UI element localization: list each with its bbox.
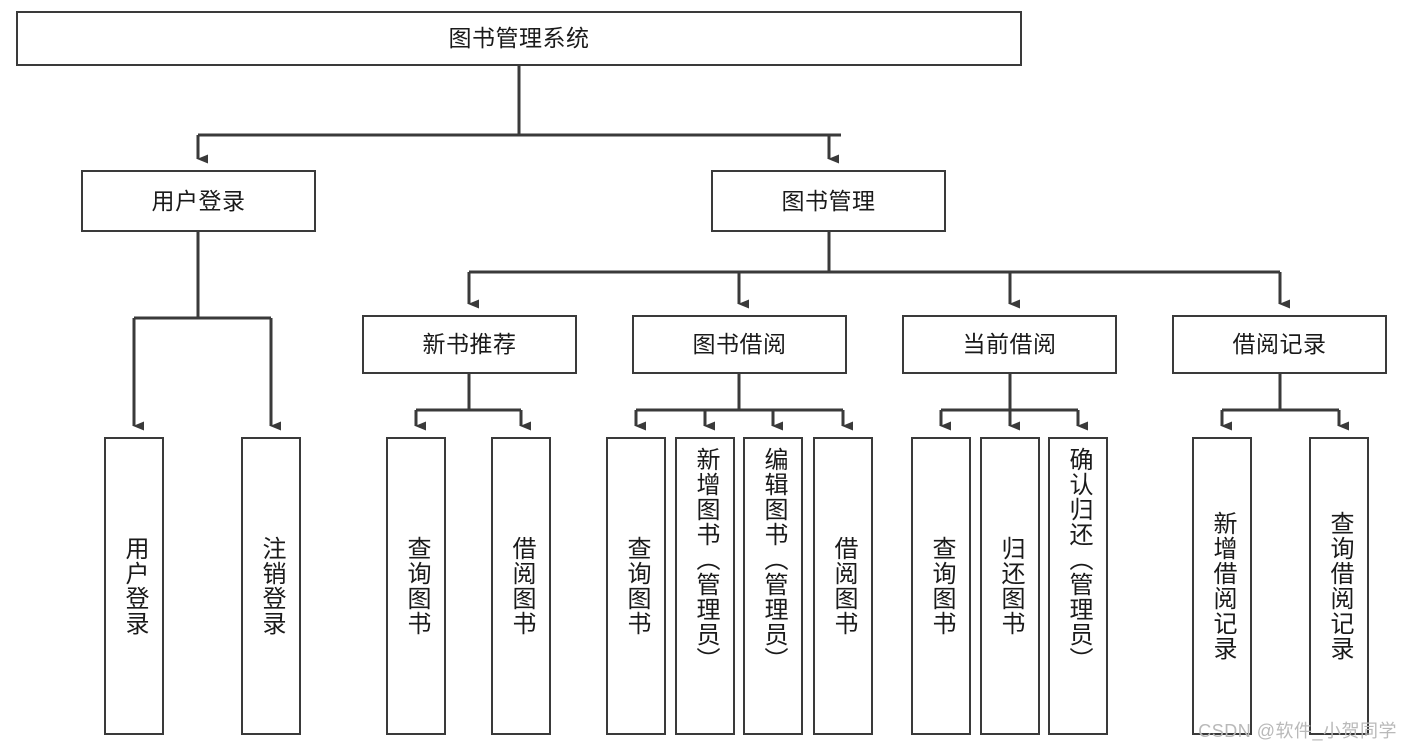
node-label: 图书借阅: [692, 331, 787, 357]
node-label: 查询图书: [927, 536, 955, 636]
leaf-query-book-borrow[interactable]: 查询图书: [606, 437, 666, 735]
leaf-user-login[interactable]: 用户登录: [104, 437, 164, 735]
node-current-borrow[interactable]: 当前借阅: [902, 315, 1117, 374]
node-label: 借阅图书: [507, 536, 535, 636]
node-label: 新增借阅记录: [1208, 511, 1236, 661]
csdn-watermark: CSDN @软件_小贺同学: [1198, 721, 1397, 741]
node-user-login[interactable]: 用户登录: [81, 170, 316, 232]
leaf-query-book-recommend[interactable]: 查询图书: [386, 437, 446, 735]
leaf-add-borrow-record[interactable]: 新增借阅记录: [1192, 437, 1252, 735]
leaf-borrow-book-recommend[interactable]: 借阅图书: [491, 437, 551, 735]
node-book-borrow[interactable]: 图书借阅: [632, 315, 847, 374]
node-label: 当前借阅: [962, 331, 1057, 357]
leaf-confirm-return-admin[interactable]: 确认归还（管理员）: [1048, 437, 1108, 735]
leaf-borrow-book[interactable]: 借阅图书: [813, 437, 873, 735]
node-label: 查询图书: [622, 536, 650, 636]
node-label: 用户登录: [120, 536, 148, 636]
leaf-query-borrow-record[interactable]: 查询借阅记录: [1309, 437, 1369, 735]
node-label: 确认归还（管理员）: [1064, 447, 1092, 672]
node-new-book-recommend[interactable]: 新书推荐: [362, 315, 577, 374]
node-label: 借阅记录: [1232, 331, 1327, 357]
node-label: 编辑图书（管理员）: [759, 447, 787, 672]
node-label: 新增图书（管理员）: [691, 447, 719, 672]
node-label: 注销登录: [257, 536, 285, 636]
node-book-management[interactable]: 图书管理: [711, 170, 946, 232]
node-label: 查询借阅记录: [1325, 511, 1353, 661]
node-label: 用户登录: [151, 187, 246, 214]
leaf-query-book-current[interactable]: 查询图书: [911, 437, 971, 735]
node-borrow-records[interactable]: 借阅记录: [1172, 315, 1387, 374]
node-label: 查询图书: [402, 536, 430, 636]
node-label: 归还图书: [996, 536, 1024, 636]
leaf-add-book-admin[interactable]: 新增图书（管理员）: [675, 437, 735, 735]
leaf-logout-login[interactable]: 注销登录: [241, 437, 301, 735]
leaf-return-book[interactable]: 归还图书: [980, 437, 1040, 735]
node-label: 借阅图书: [829, 536, 857, 636]
leaf-edit-book-admin[interactable]: 编辑图书（管理员）: [743, 437, 803, 735]
node-label: 图书管理: [781, 187, 876, 214]
node-root-system[interactable]: 图书管理系统: [16, 11, 1022, 66]
node-label: 新书推荐: [422, 331, 517, 357]
node-label: 图书管理系统: [448, 25, 590, 51]
